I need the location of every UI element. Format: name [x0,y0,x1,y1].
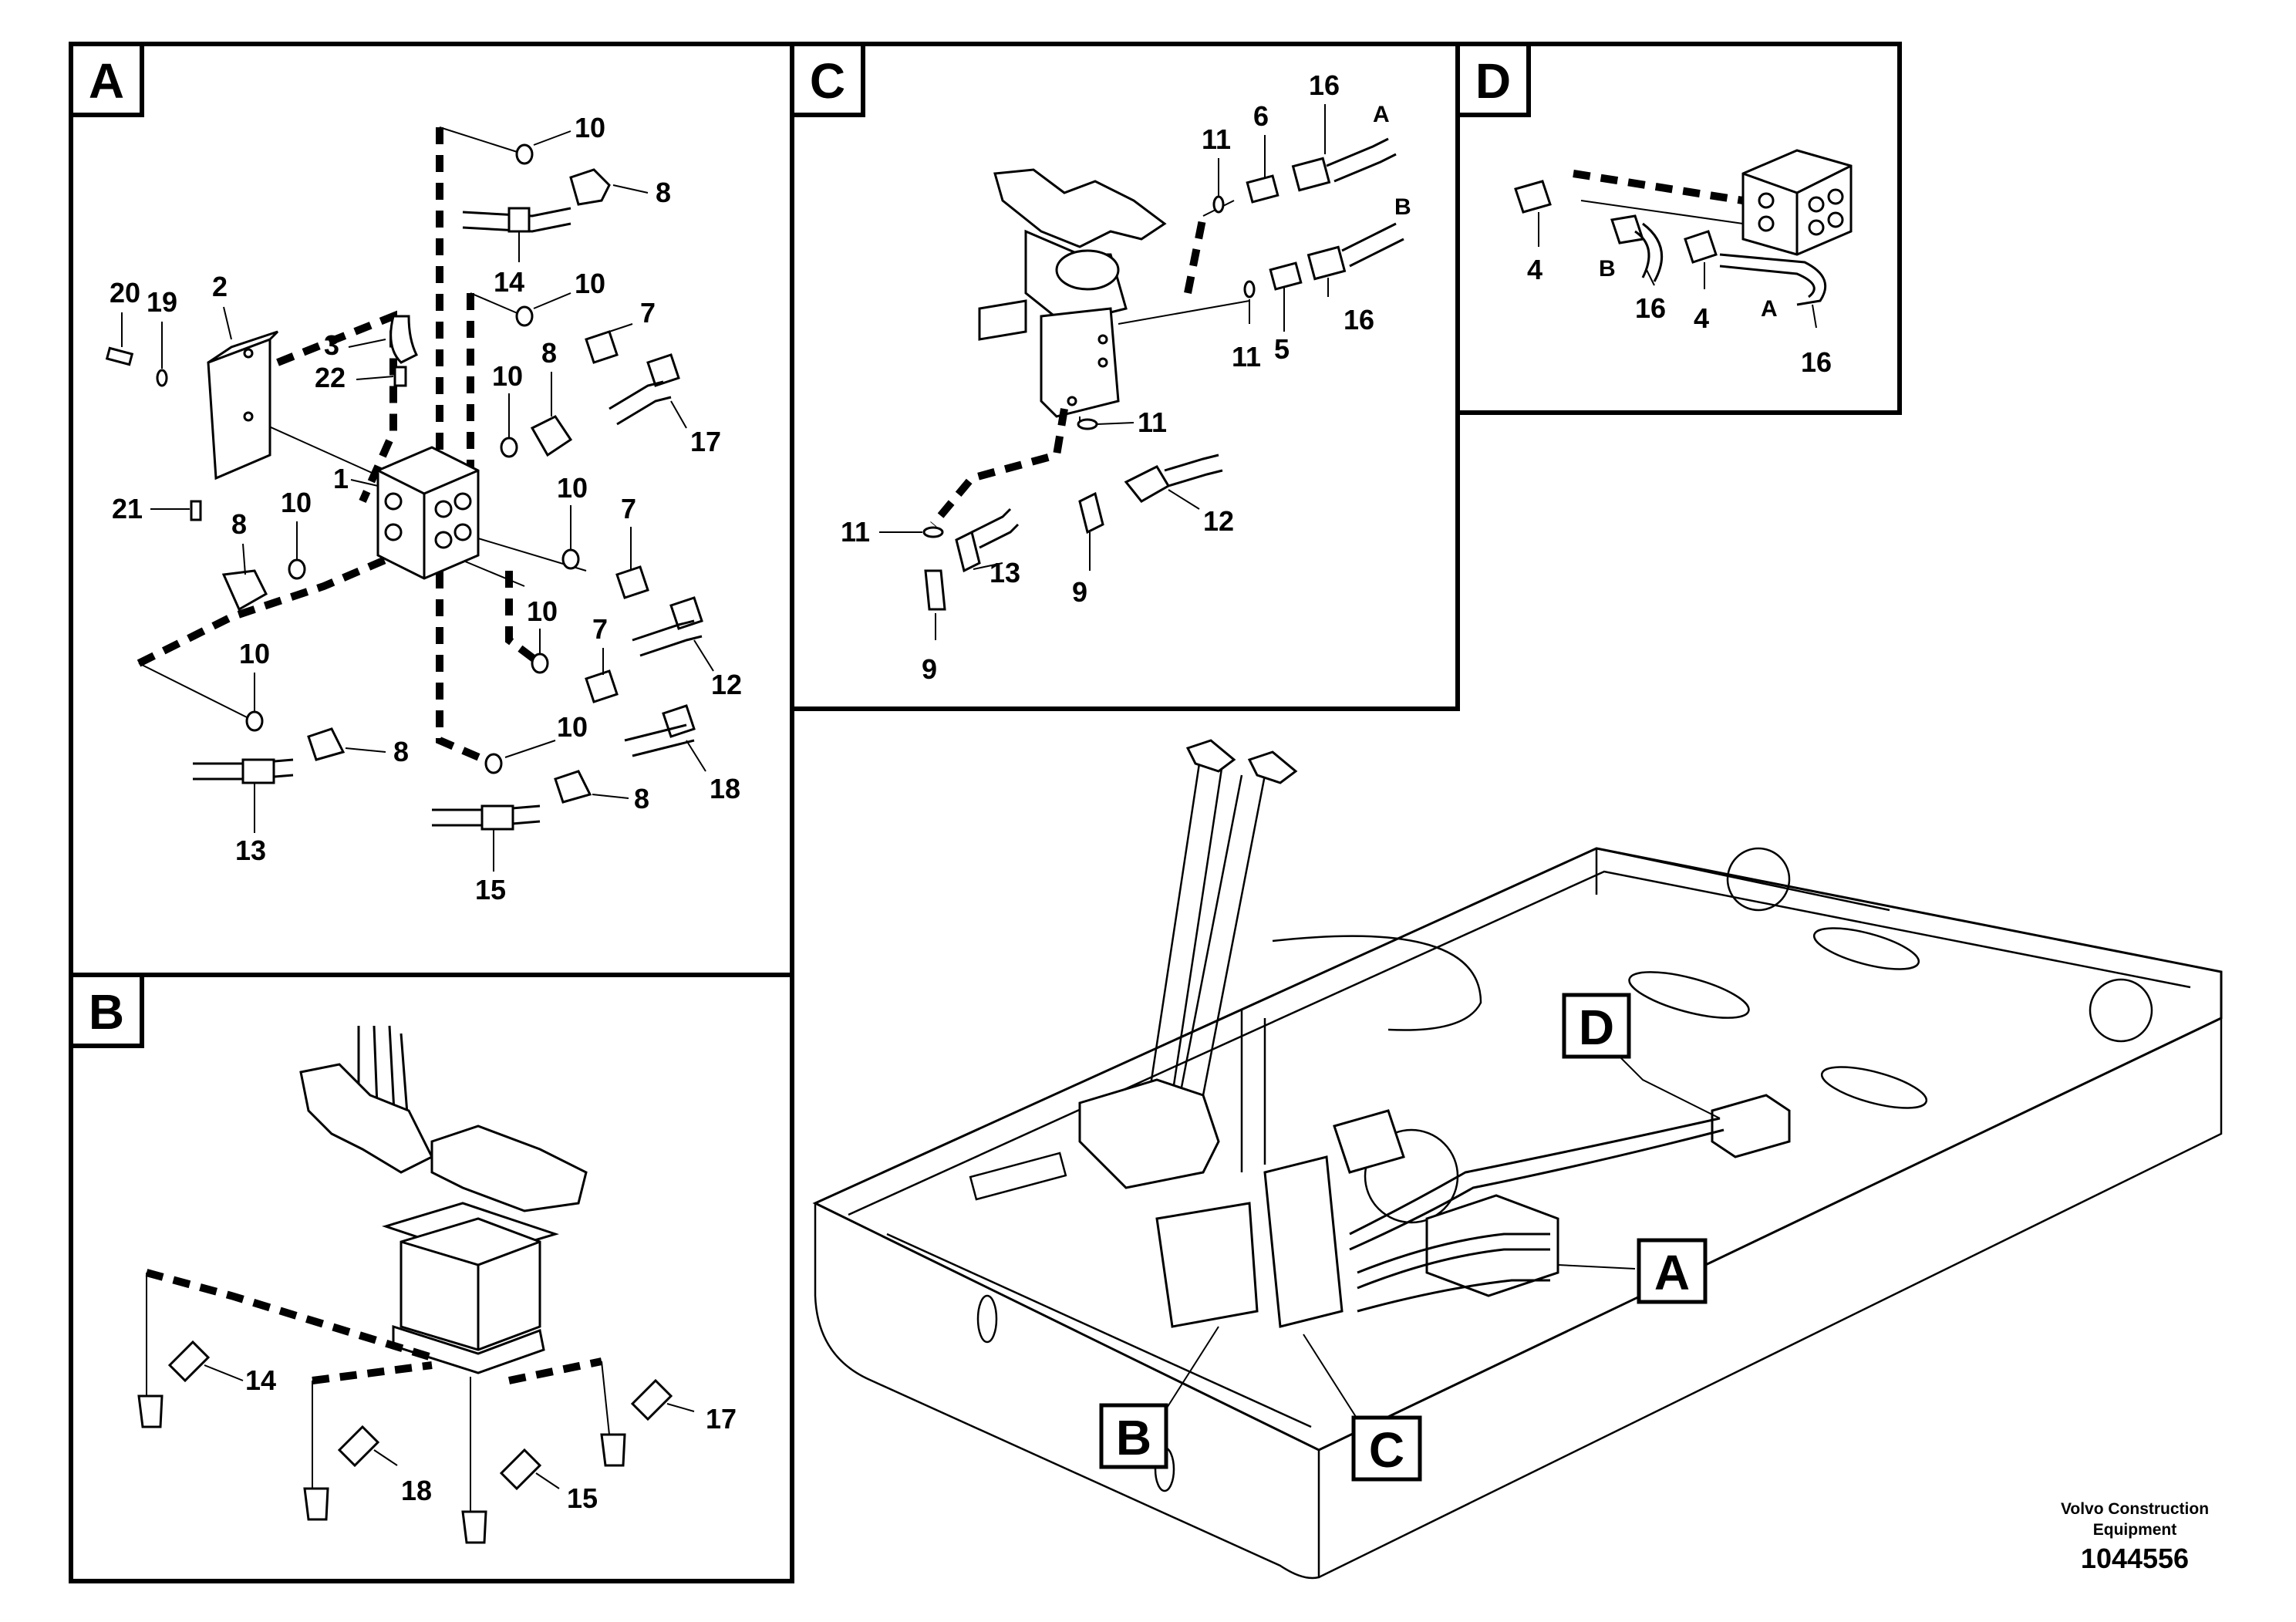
panel-a-callouts: 10 8 14 10 7 20 19 2 3 22 10 8 17 1 [110,112,742,905]
panel-c-frame [790,42,1460,711]
callout-a-10b: 10 [575,268,605,299]
callout-d-4b: 4 [1694,302,1709,334]
panel-c-callouts: 11 6 16 A B 16 11 5 11 12 11 13 9 9 [841,69,1411,685]
panel-c: C [790,42,1460,711]
callout-a-8c: 8 [231,508,247,540]
callout-c-9b: 9 [922,653,937,685]
callout-b-15: 15 [567,1482,598,1514]
callout-a-8e: 8 [634,783,649,814]
panel-b: B 14 18 15 [69,973,794,1583]
overview-illustration: D A B C [812,739,2223,1580]
panel-c-label-box [790,42,865,117]
credit-line-1: Volvo Construction [2061,1500,2209,1518]
callout-d-16b: 16 [1801,346,1832,378]
panel-b-callouts: 14 18 15 17 [204,1364,737,1514]
callout-c-12: 12 [1203,505,1234,537]
callout-c-16a: 16 [1309,69,1340,101]
callout-a-21: 21 [112,493,143,524]
marker-c: C [1369,1422,1404,1478]
callout-a-10f: 10 [527,595,558,627]
overview-markers: D A B C [1099,993,1721,1482]
callout-a-13: 13 [235,835,266,866]
callout-c-11a: 11 [1202,123,1231,155]
callout-b-17: 17 [706,1403,737,1435]
panel-b-label-box [69,973,144,1048]
panel-d-callouts: 4 B 16 4 A 16 [1527,212,1832,378]
callout-c-11b: 11 [1232,341,1261,373]
callout-c-16b: 16 [1344,304,1374,336]
hose-label-c-a: A [1373,102,1390,127]
panel-b-frame [69,973,794,1583]
callout-a-20: 20 [110,277,140,309]
marker-b: B [1116,1410,1151,1465]
callout-a-7c: 7 [592,613,608,645]
marker-a: A [1654,1245,1690,1300]
callout-d-16a: 16 [1635,292,1666,324]
marker-c-box [1351,1415,1422,1482]
hose-label-d-a: A [1761,296,1778,322]
marker-d: D [1579,1000,1614,1055]
callout-c-9a: 9 [1072,576,1087,608]
callout-a-3: 3 [324,329,339,361]
callout-a-10d: 10 [281,487,312,518]
callout-d-4a: 4 [1527,254,1542,285]
callout-c-11c: 11 [1138,406,1167,438]
callout-a-8a: 8 [656,177,671,208]
callout-c-11d: 11 [841,516,870,548]
marker-a-box [1637,1238,1708,1304]
callout-a-18: 18 [710,773,740,804]
callout-a-2: 2 [212,271,228,302]
credit-line-2: Equipment [2093,1521,2177,1539]
callout-a-22: 22 [315,362,346,393]
callout-a-7b: 7 [621,493,636,524]
hose-label-c-b: B [1394,194,1411,220]
callout-a-1: 1 [333,463,349,494]
callout-a-10e: 10 [557,472,588,504]
callout-a-14a: 14 [494,266,524,298]
callout-c-6: 6 [1253,100,1269,132]
panel-a: A [69,42,794,977]
callout-a-7a: 7 [640,297,656,329]
callout-a-10g: 10 [239,638,270,669]
callout-a-19: 19 [147,286,177,318]
callout-b-18: 18 [401,1475,432,1506]
hose-label-d-b: B [1599,256,1616,282]
callout-a-10a: 10 [575,112,605,143]
marker-b-box [1099,1403,1168,1469]
document-number: 1044556 [2081,1543,2189,1574]
panel-d-frame [1455,42,1902,415]
callout-a-8b: 8 [541,337,557,369]
panel-d: D 4 B 16 4 A 16 [1455,42,1902,415]
callout-a-17: 17 [690,426,721,457]
callout-c-5: 5 [1274,333,1290,365]
panel-a-letter: A [89,53,124,109]
callout-a-10c: 10 [492,360,523,392]
panel-c-letter: C [810,53,845,109]
panel-d-letter: D [1475,53,1511,109]
panel-d-label-box [1455,42,1531,117]
marker-d-box [1562,993,1631,1059]
panel-b-letter: B [89,984,124,1040]
callout-a-12: 12 [711,669,742,700]
callout-c-13: 13 [990,557,1020,588]
footer-credit: Volvo Construction Equipment 1044556 [2061,1500,2209,1574]
callout-a-10h: 10 [557,711,588,743]
callout-a-15: 15 [475,874,506,905]
callout-b-14: 14 [245,1364,276,1396]
callout-a-8d: 8 [393,736,409,767]
panel-a-label-box [69,42,144,117]
